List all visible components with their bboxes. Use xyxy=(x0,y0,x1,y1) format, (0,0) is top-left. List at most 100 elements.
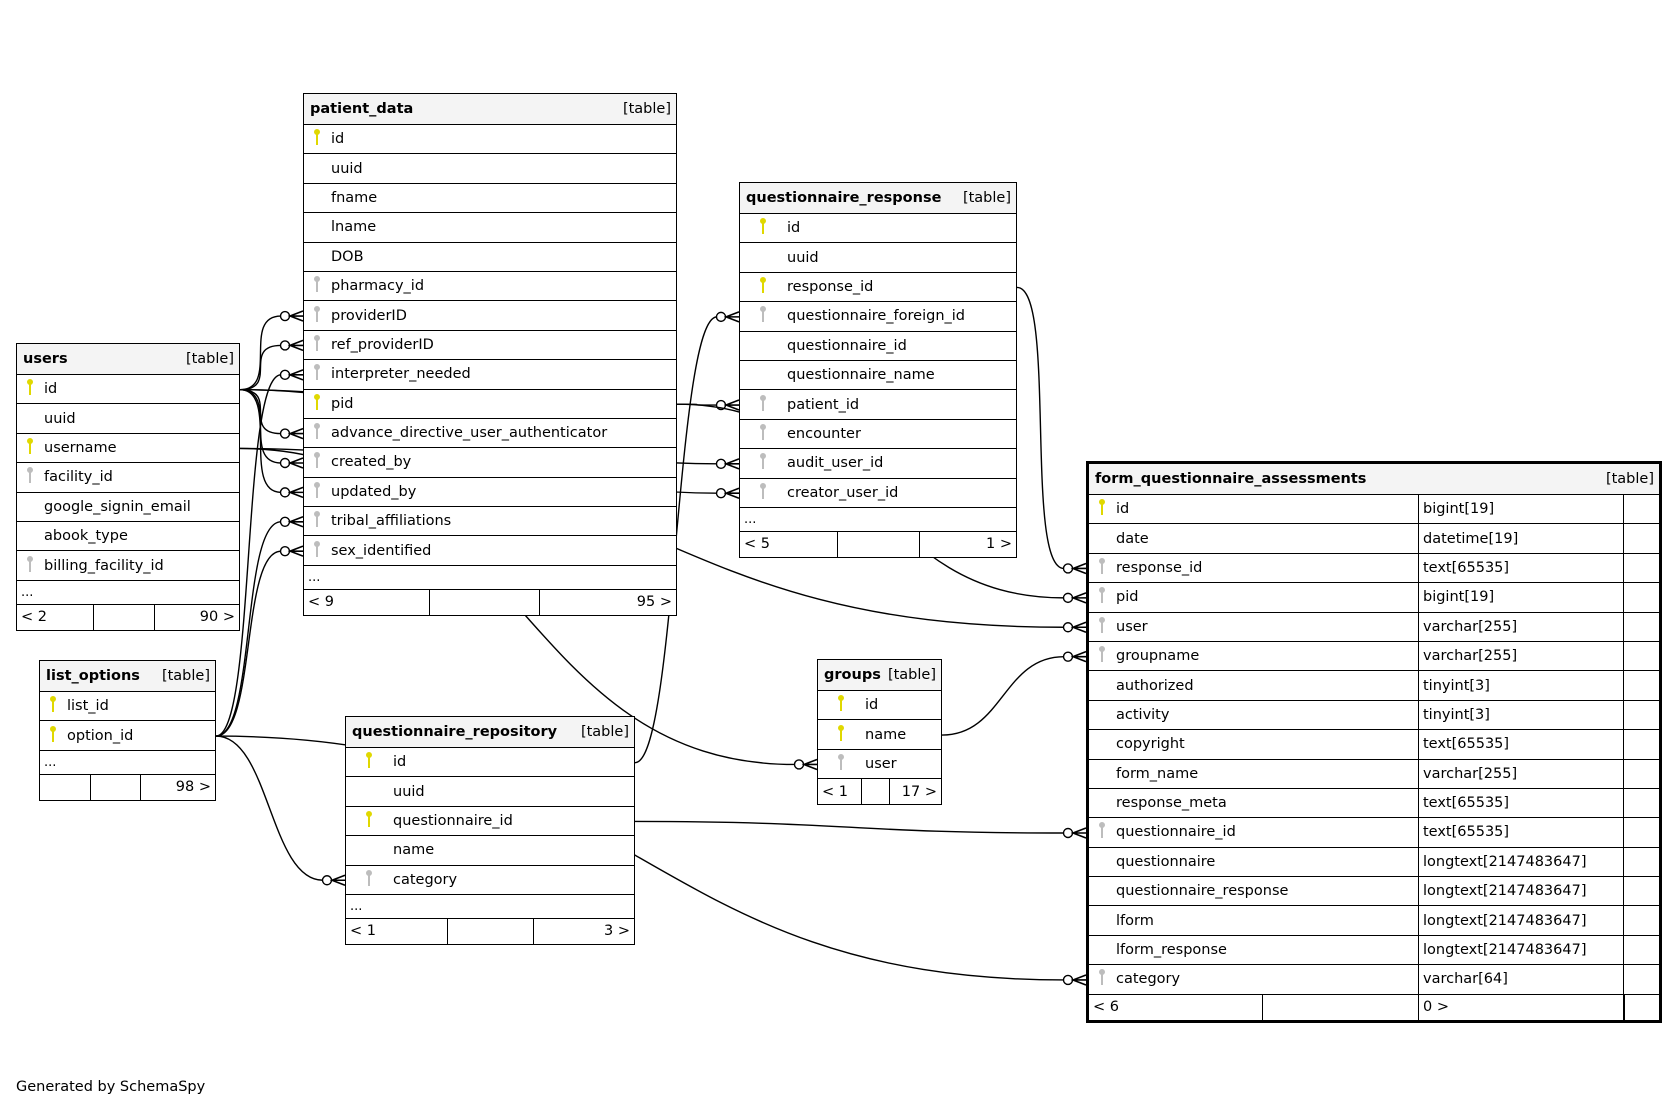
column-row[interactable]: interpreter_needed xyxy=(304,360,676,390)
column-row[interactable]: advance_directive_user_authenticator xyxy=(304,419,676,449)
column-row[interactable]: pharmacy_id xyxy=(304,272,676,302)
table-header[interactable]: list_options [table] xyxy=(40,661,215,692)
children-count[interactable]: 17 > xyxy=(901,783,937,800)
parents-count[interactable]: < 6 xyxy=(1089,994,1263,1020)
column-row[interactable]: abook_type xyxy=(17,522,239,552)
column-row[interactable]: id xyxy=(818,691,941,721)
children-count[interactable]: 3 > xyxy=(604,923,630,940)
column-row[interactable]: patient_id xyxy=(740,390,1016,420)
column-row[interactable]: sex_identified xyxy=(304,536,676,566)
column-row[interactable]: google_signin_email xyxy=(17,493,239,522)
parents-count[interactable]: < 5 xyxy=(740,531,838,557)
primary-key-icon xyxy=(365,810,374,828)
column-row[interactable]: id xyxy=(304,125,676,155)
parents-count[interactable]: < 2 xyxy=(17,604,94,630)
column-row[interactable]: DOB xyxy=(304,243,676,272)
column-row[interactable]: category xyxy=(346,866,634,895)
column-row[interactable]: username xyxy=(17,434,239,464)
column-name: response_id xyxy=(787,278,874,295)
column-row[interactable]: id xyxy=(17,375,239,405)
column-type: longtext[2147483647] xyxy=(1418,906,1623,935)
more-columns[interactable]: ... xyxy=(17,581,239,605)
optional-marker xyxy=(279,310,291,322)
column-row[interactable]: name xyxy=(818,720,941,750)
column-row[interactable]: questionnaire_id xyxy=(740,332,1016,361)
foreign-key-icon xyxy=(1098,616,1107,634)
children-count[interactable]: 98 > xyxy=(175,779,211,796)
column-row[interactable]: uuid xyxy=(740,243,1016,273)
column-row[interactable]: name xyxy=(346,836,634,866)
column-row[interactable]: pid xyxy=(304,390,676,419)
children-count[interactable]: 0 > xyxy=(1419,994,1624,1020)
parents-count[interactable]: < 1 xyxy=(818,779,862,805)
column-row[interactable]: questionnaire_id xyxy=(346,807,634,837)
column-row[interactable]: id xyxy=(740,214,1016,244)
children-count[interactable]: 95 > xyxy=(636,594,672,611)
column-row[interactable]: lname xyxy=(304,213,676,243)
parents-count[interactable]: < 9 xyxy=(304,589,430,615)
more-columns[interactable]: ... xyxy=(740,508,1016,532)
column-row[interactable]: audit_user_id xyxy=(740,449,1016,479)
column-row[interactable]: uuid xyxy=(17,404,239,434)
column-row[interactable]: option_id xyxy=(40,721,215,751)
column-row[interactable]: uuid xyxy=(346,777,634,807)
more-columns[interactable]: ... xyxy=(346,895,634,919)
column-row[interactable]: billing_facility_id xyxy=(17,551,239,581)
column-row[interactable]: encounter xyxy=(740,420,1016,450)
column-row[interactable]: creator_user_id xyxy=(740,479,1016,508)
column-row[interactable]: created_by xyxy=(304,448,676,478)
column-name: pharmacy_id xyxy=(331,278,425,295)
table-form-questionnaire-assessments[interactable]: form_questionnaire_assessments [table] i… xyxy=(1086,461,1662,1023)
table-header[interactable]: questionnaire_response [table] xyxy=(740,183,1016,214)
column-row[interactable]: questionnaire_name xyxy=(740,361,1016,391)
column-row[interactable]: tribal_affiliations xyxy=(304,507,676,537)
column-row[interactable]: response_id xyxy=(740,273,1016,303)
parents-count[interactable]: < 1 xyxy=(346,918,448,944)
parents-count[interactable] xyxy=(40,774,91,800)
children-count[interactable]: 1 > xyxy=(986,536,1012,553)
column-row[interactable]: user xyxy=(818,750,941,780)
column-row[interactable]: uuid xyxy=(304,154,676,184)
column-row[interactable]: updated_by xyxy=(304,478,676,508)
column-row[interactable]: questionnaire_foreign_id xyxy=(740,302,1016,332)
table-header[interactable]: patient_data [table] xyxy=(304,94,676,125)
table-header[interactable]: groups [table] xyxy=(818,660,941,691)
column-row[interactable]: providerID xyxy=(304,301,676,331)
table-footer: < 6 0 > xyxy=(1089,994,1659,1020)
children-count[interactable]: 90 > xyxy=(199,609,235,626)
column-row[interactable]: fname xyxy=(304,184,676,214)
table-header[interactable]: form_questionnaire_assessments [table] xyxy=(1089,464,1659,495)
column-row[interactable]: ref_providerID xyxy=(304,331,676,361)
column-row[interactable]: facility_id xyxy=(17,463,239,493)
table-header[interactable]: questionnaire_repository [table] xyxy=(346,717,634,748)
more-columns[interactable]: ... xyxy=(40,751,215,775)
column-name: created_by xyxy=(331,454,412,471)
column-row[interactable]: list_id xyxy=(40,692,215,722)
column-row[interactable]: id xyxy=(346,748,634,778)
more-columns[interactable]: ... xyxy=(304,566,676,590)
table-header[interactable]: users [table] xyxy=(17,344,239,375)
